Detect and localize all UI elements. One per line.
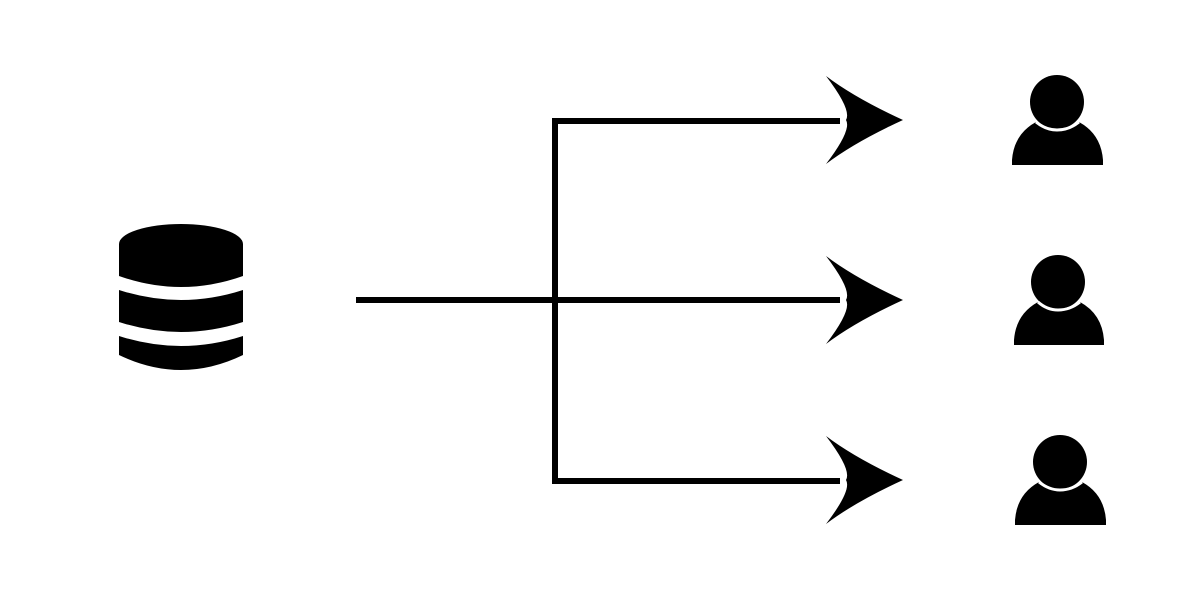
arrow-middle-icon bbox=[826, 256, 903, 344]
arrowheads bbox=[826, 76, 903, 524]
connector bbox=[356, 118, 840, 484]
user-icon bbox=[1014, 255, 1104, 345]
arrow-top-icon bbox=[826, 76, 903, 164]
user-icon bbox=[1015, 435, 1106, 525]
user-icon bbox=[1012, 75, 1103, 165]
arrow-bottom-icon bbox=[826, 436, 903, 524]
database-icon bbox=[119, 224, 243, 370]
